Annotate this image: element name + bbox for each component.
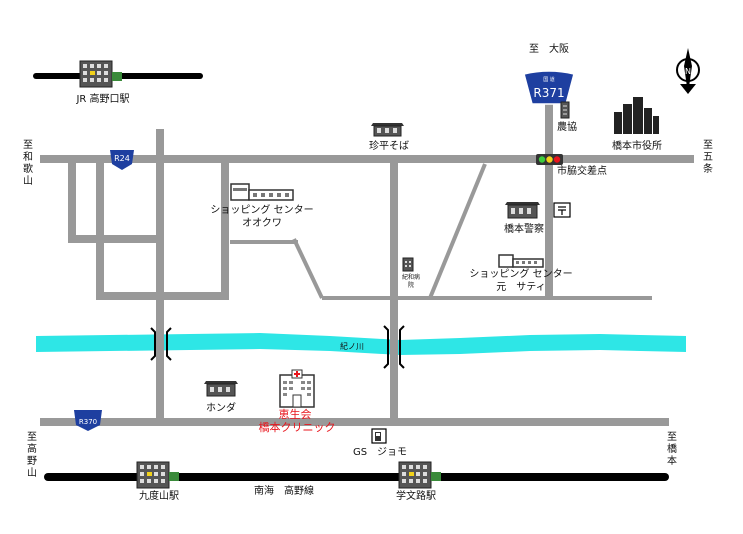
chinpei-soba-shop-icon [371,123,404,137]
police-label: 橋本警察 [504,224,544,235]
thin-roads [230,163,652,300]
svg-text:R370: R370 [79,418,97,426]
svg-text:N: N [685,67,691,76]
route-371-shield-icon: 国 道 R371 [523,70,575,105]
compass-icon: N [676,48,700,94]
bridge-left [150,327,172,361]
direction-gojo-label: 至五条 [703,140,713,175]
honda-label: ホンダ [206,403,236,414]
jr-koyaguchi-station-icon [79,60,122,88]
gakubunro-station-icon [398,461,441,489]
direction-koyasan-label: 至高野山 [27,432,37,479]
city-hall-building-icon [614,97,659,134]
kinowa-hospital-icon [402,257,414,272]
clinic-label-line1: 恵生会 [278,408,312,421]
bridge-right [383,325,405,369]
kinowa-hospital-label: 紀和病院 [401,274,420,289]
satie-shopping-center-icon [498,254,544,268]
noukyou-label: 農協 [557,122,577,133]
direction-wakayama-label: 至和歌山 [23,140,33,187]
satie-label-line1: ショッピング センター [469,269,573,280]
clinic-label-line2: 橋本クリニック [258,421,336,434]
direction-hashimoto-label: 至橋本 [667,432,677,467]
gas-station-icon [371,428,387,444]
svg-text:R24: R24 [114,154,130,163]
okuwa-shopping-center-icon [230,183,294,201]
svg-text:国 道: 国 道 [543,76,555,83]
okuwa-label-line2: オオクワ [242,218,282,229]
police-station-icon [505,202,540,219]
intersection-label: 市脇交差点 [557,166,607,177]
noukyou-building-icon [560,101,570,119]
chinpei-soba-label: 珍平そば [369,141,409,152]
okuwa-label-line1: ショッピング センター [210,205,314,216]
road-network [40,96,694,426]
direction-osaka-label: 至 大阪 [529,44,569,55]
honda-dealer-icon [204,381,238,397]
river-label: 紀ノ川 [340,342,364,351]
clinic-building-icon [279,369,315,408]
gakubunro-station-label: 学文路駅 [396,491,436,502]
nankai-koya-line-label: 南海 高野線 [254,486,314,497]
route-24-shield-icon: R24 [110,150,134,170]
traffic-signal-icon [536,154,563,165]
kudoyama-station-icon [136,461,179,489]
satie-label-line2: 元 サティ [496,282,546,293]
post-office-icon [553,202,571,218]
kinokawa-river [36,333,686,355]
kudoyama-station-label: 九度山駅 [139,491,179,502]
route-370-shield-icon: R370 [74,410,102,431]
gas-station-label: GS ジョモ [352,447,408,458]
city-hall-label: 橋本市役所 [612,141,662,152]
svg-text:R371: R371 [533,86,564,100]
jr-koyaguchi-station-label: JR 高野口駅 [76,94,130,105]
